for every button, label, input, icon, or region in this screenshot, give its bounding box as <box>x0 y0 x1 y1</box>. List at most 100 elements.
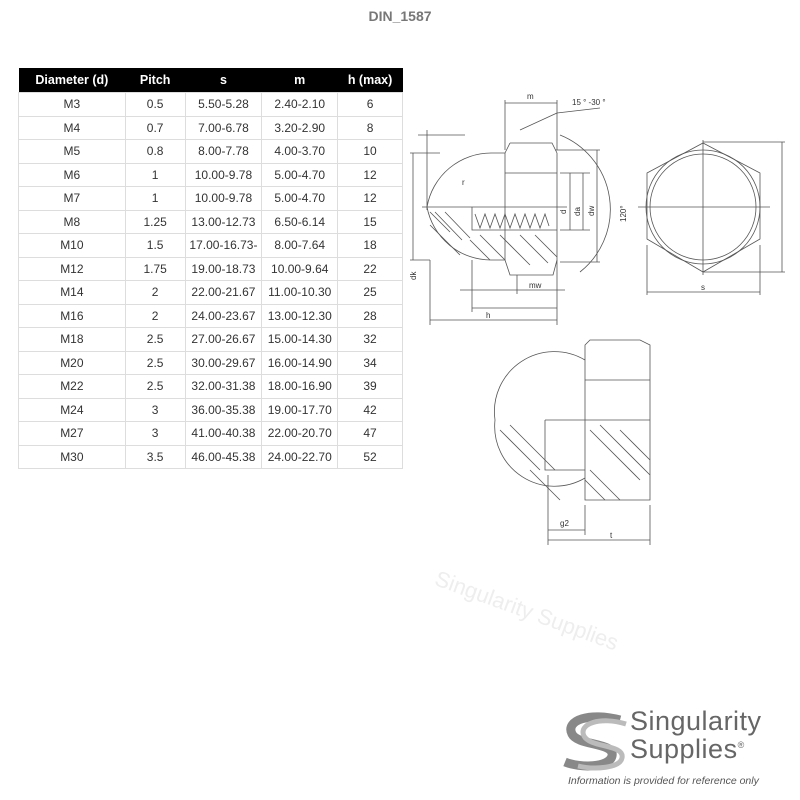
table-cell: 8.00-7.78 <box>184 139 263 164</box>
label-120: 120° <box>619 205 628 222</box>
table-cell: 8.00-7.64 <box>261 233 339 258</box>
table-cell: 24.00-23.67 <box>184 303 263 328</box>
table-cell: M12 <box>18 256 126 281</box>
table-cell: 22.00-20.70 <box>261 421 339 446</box>
label-da: da <box>573 207 582 216</box>
table-cell: 19.00-18.73 <box>184 256 263 281</box>
table-cell: 2 <box>124 280 186 305</box>
table-cell: 18.00-16.90 <box>261 374 339 399</box>
label-r: r <box>462 178 465 187</box>
label-d: d <box>559 210 568 214</box>
table-cell: 24.00-22.70 <box>261 444 339 469</box>
table-cell: 1.75 <box>124 256 186 281</box>
table-cell: 47 <box>337 421 403 446</box>
label-dk: dk <box>409 271 418 280</box>
table-cell: 1 <box>124 162 186 187</box>
table-cell: 16.00-14.90 <box>261 350 339 375</box>
page-title: DIN_1587 <box>368 8 432 24</box>
column-header: h (max) <box>337 68 403 93</box>
brand-line-2-text: Supplies <box>630 734 738 764</box>
table-cell: M6 <box>18 162 126 187</box>
column-header: m <box>261 68 338 93</box>
table-cell: 25 <box>337 280 403 305</box>
table-cell: 2 <box>124 303 186 328</box>
label-t: t <box>610 531 613 540</box>
table-cell: M27 <box>18 421 126 446</box>
table-cell: 34 <box>337 350 403 375</box>
table-cell: M7 <box>18 186 126 211</box>
table-cell: 3 <box>124 421 186 446</box>
column-header: Pitch <box>125 68 186 93</box>
table-cell: M4 <box>18 115 126 140</box>
company-logo: Singularity Supplies® Information is pro… <box>560 708 800 797</box>
table-cell: 19.00-17.70 <box>261 397 339 422</box>
table-cell: 2.5 <box>124 374 186 399</box>
table-cell: 22 <box>337 256 403 281</box>
table-cell: 7.00-6.78 <box>184 115 263 140</box>
disclaimer: Information is provided for reference on… <box>568 775 759 787</box>
table-cell: 22.00-21.67 <box>184 280 263 305</box>
table-cell: 6 <box>337 92 403 117</box>
table-cell: 15.00-14.30 <box>261 327 339 352</box>
label-mw: mw <box>529 281 542 290</box>
table-cell: 12 <box>337 186 403 211</box>
table-cell: 0.7 <box>124 115 186 140</box>
table-cell: 52 <box>337 444 403 469</box>
table-cell: 32 <box>337 327 403 352</box>
table-cell: 10.00-9.78 <box>184 186 263 211</box>
table-cell: 4.00-3.70 <box>261 139 339 164</box>
table-cell: 17.00-16.73- <box>184 233 263 258</box>
table-cell: 0.5 <box>124 92 186 117</box>
registered-mark: ® <box>737 740 745 750</box>
label-m: m <box>527 92 534 101</box>
table-cell: 13.00-12.30 <box>261 303 339 328</box>
brand-line-2: Supplies® <box>630 736 745 763</box>
table-cell: 2.5 <box>124 327 186 352</box>
table-cell: M30 <box>18 444 126 469</box>
table-cell: 32.00-31.38 <box>184 374 263 399</box>
table-cell: 27.00-26.67 <box>184 327 263 352</box>
label-h: h <box>486 311 490 320</box>
table-cell: 3.20-2.90 <box>261 115 339 140</box>
side-view: m 15 ° -30 ° r d da dw 120° dk mw h <box>409 92 628 325</box>
table-cell: M20 <box>18 350 126 375</box>
column-header: Diameter (d) <box>18 68 126 93</box>
table-cell: 46.00-45.38 <box>184 444 263 469</box>
table-cell: M16 <box>18 303 126 328</box>
table-cell: 41.00-40.38 <box>184 421 263 446</box>
table-cell: 42 <box>337 397 403 422</box>
label-s: s <box>701 283 705 292</box>
table-cell: 3 <box>124 397 186 422</box>
table-cell: M14 <box>18 280 126 305</box>
table-cell: 36.00-35.38 <box>184 397 263 422</box>
table-cell: 5.00-4.70 <box>261 162 339 187</box>
table-cell: 5.50-5.28 <box>184 92 263 117</box>
table-cell: 18 <box>337 233 403 258</box>
table-cell: 10.00-9.64 <box>261 256 339 281</box>
table-cell: 13.00-12.73 <box>184 209 263 234</box>
label-dw: dw <box>587 206 596 216</box>
table-cell: M22 <box>18 374 126 399</box>
table-cell: 39 <box>337 374 403 399</box>
table-cell: 3.5 <box>124 444 186 469</box>
label-angle: 15 ° -30 ° <box>572 98 606 107</box>
table-cell: 2.5 <box>124 350 186 375</box>
table-cell: 11.00-10.30 <box>261 280 339 305</box>
